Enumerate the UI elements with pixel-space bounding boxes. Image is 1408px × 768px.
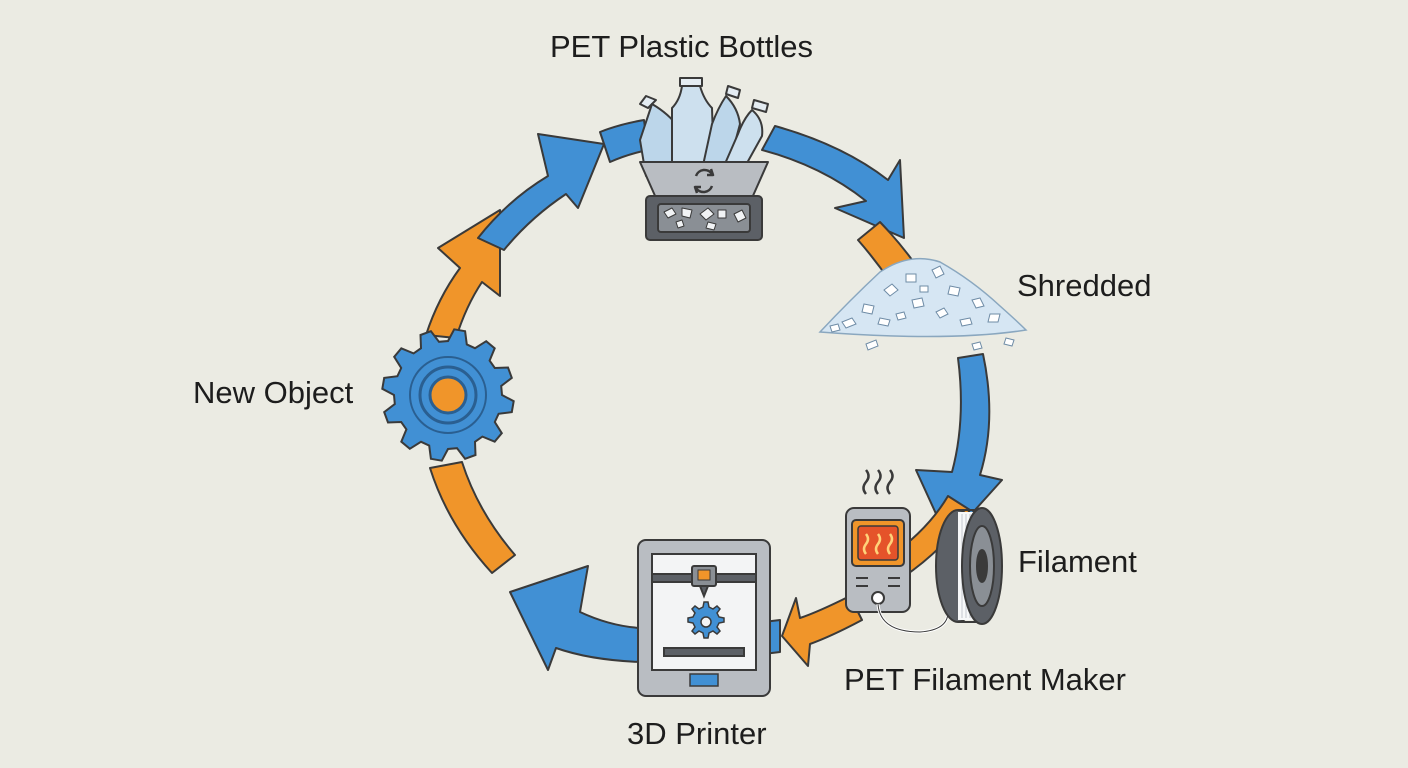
label-new-object: New Object <box>193 375 354 410</box>
label-pet-filament-maker: PET Filament Maker <box>844 662 1126 697</box>
arrow-orange-left-upper <box>425 209 501 339</box>
label-shredded: Shredded <box>1017 268 1152 303</box>
arrow-blue-top-left <box>477 133 605 251</box>
label-pet-plastic-bottles: PET Plastic Bottles <box>550 29 814 64</box>
label-filament: Filament <box>1018 544 1137 579</box>
shredded-flakes-icon <box>818 257 1028 351</box>
printer-3d-icon <box>637 539 771 697</box>
arrow-orange-left-lower <box>429 461 516 574</box>
label-3d-printer: 3D Printer <box>627 716 767 751</box>
filament-spool-icon <box>935 507 1003 625</box>
arrow-orange-bottom-right <box>781 595 863 667</box>
bottle-icon <box>639 77 769 177</box>
heat-icon <box>862 469 894 495</box>
arrow-blue-top-right <box>761 125 905 239</box>
printed-gear <box>687 601 725 639</box>
bottles-shredder-icon <box>639 77 769 241</box>
recycle-icon <box>693 168 715 194</box>
filament-maker-icon <box>845 469 950 634</box>
gear-icon <box>381 328 515 462</box>
